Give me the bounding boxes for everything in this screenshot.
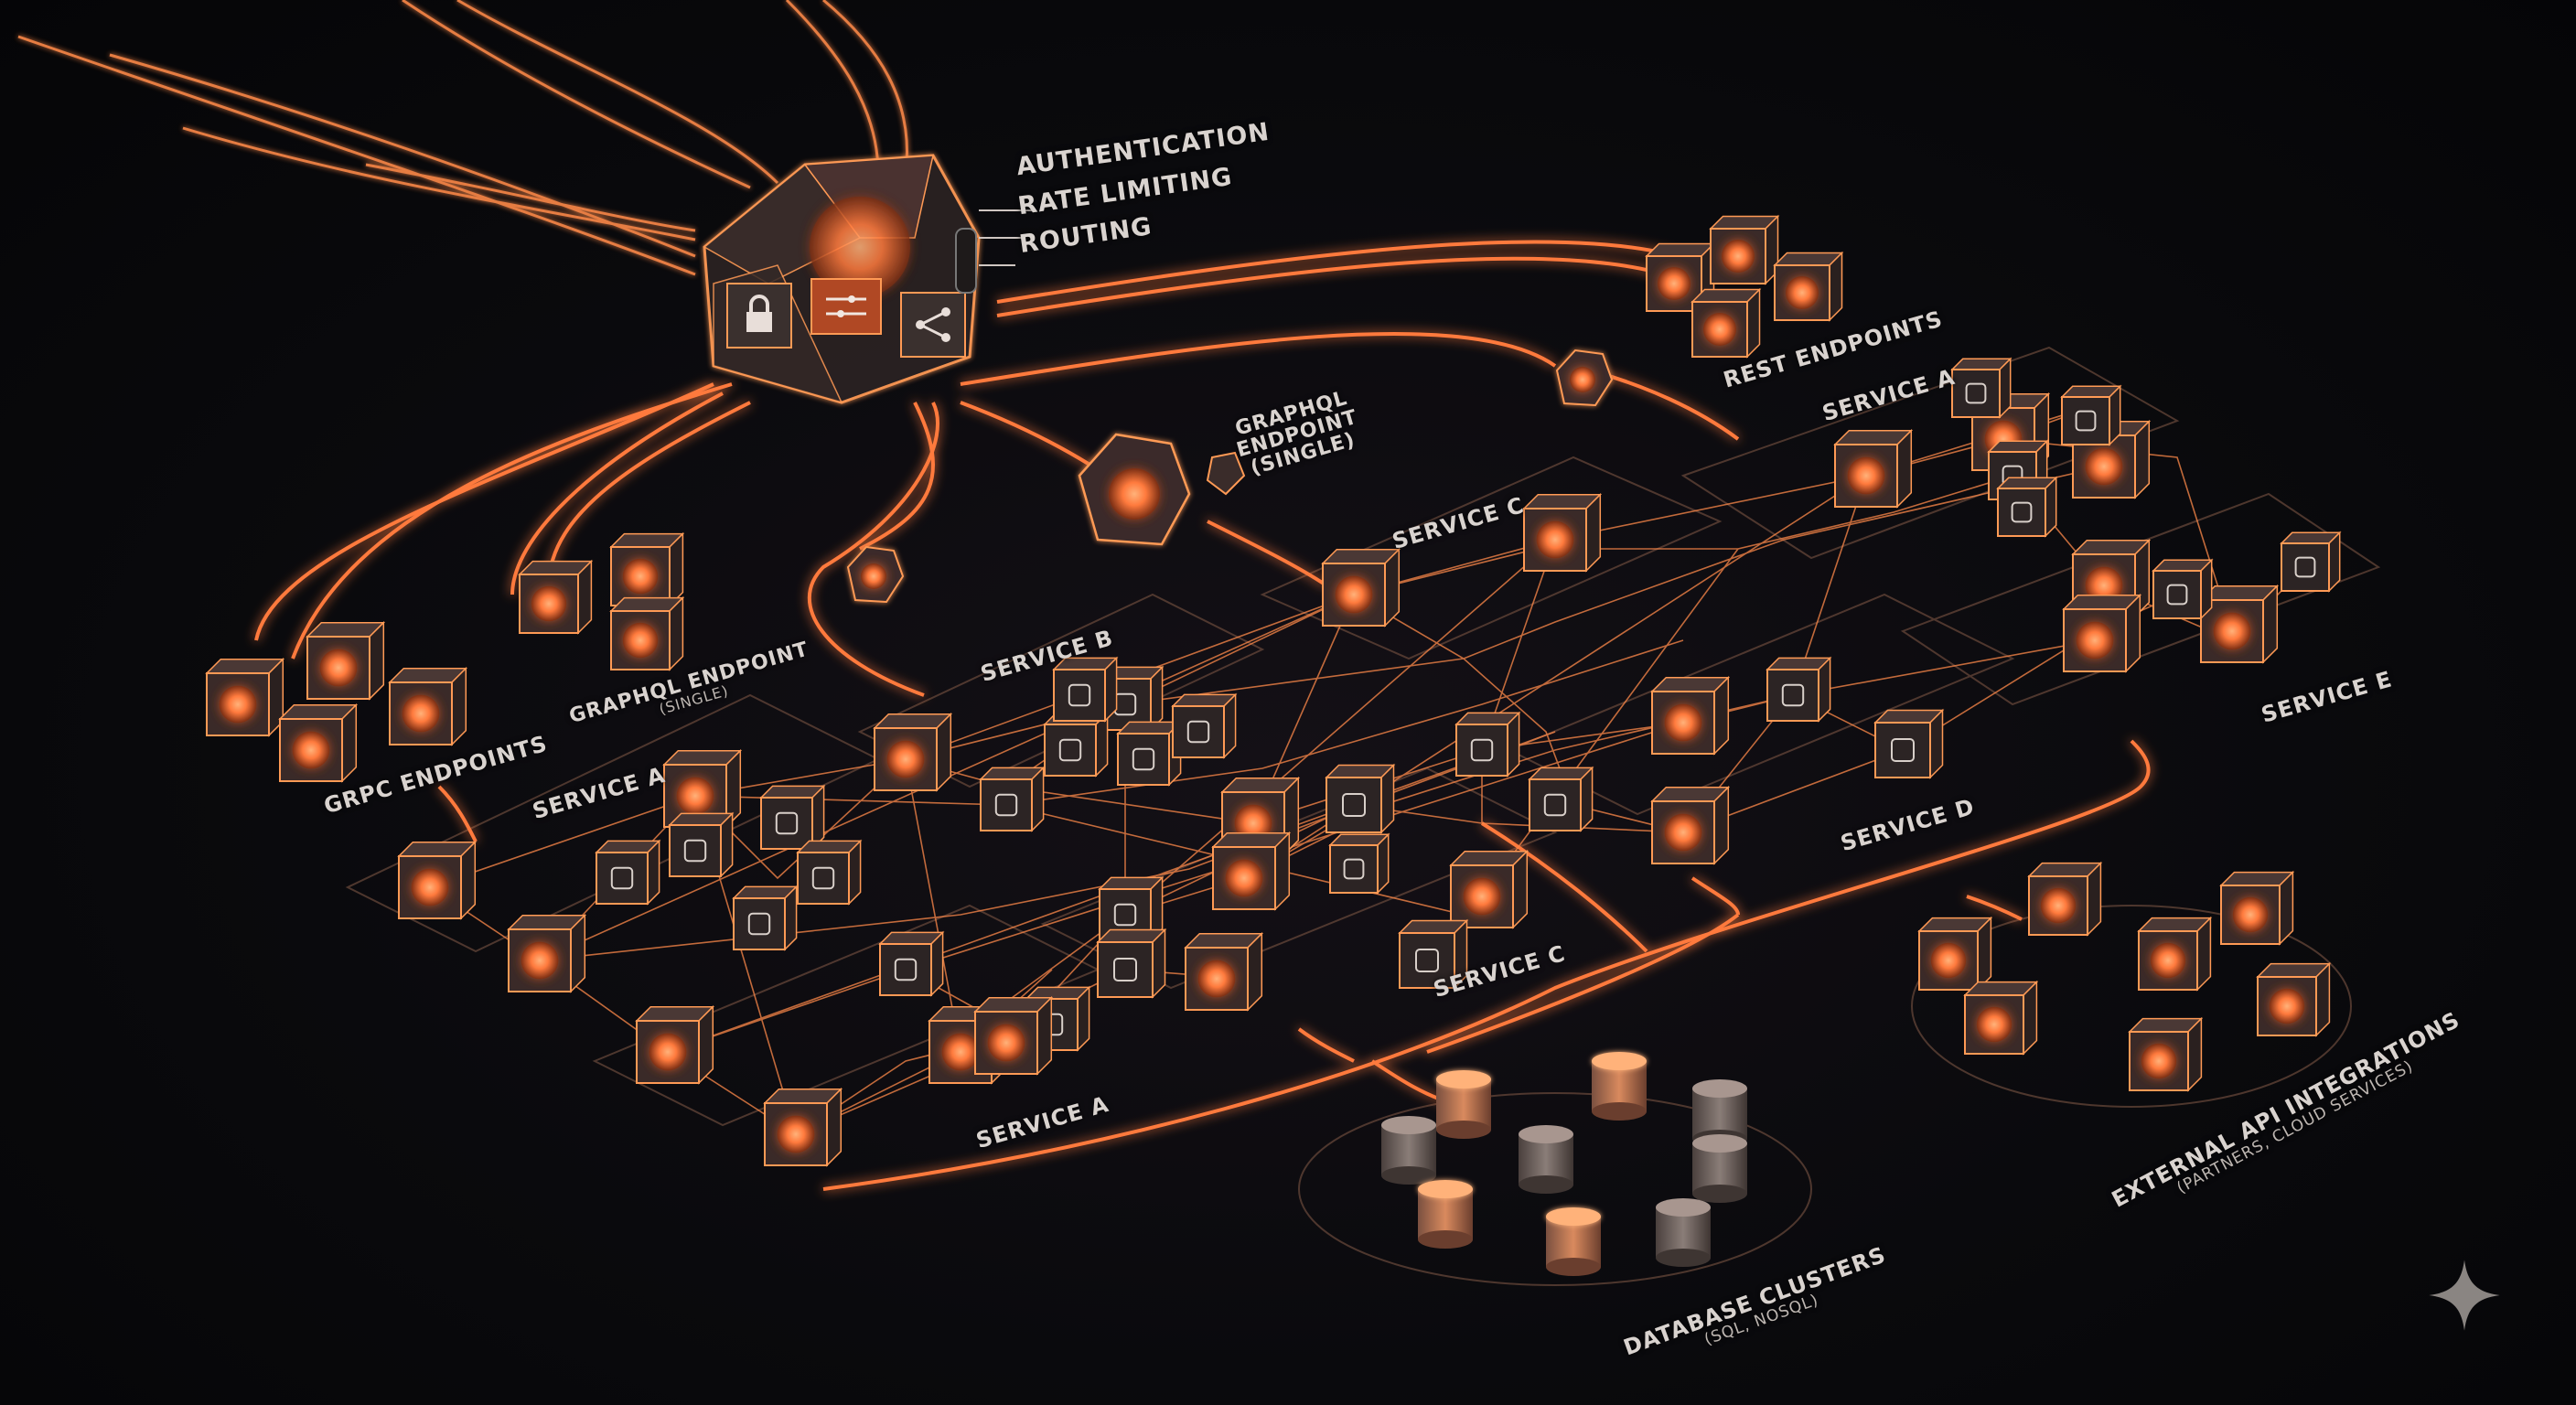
cube-node — [1766, 656, 1832, 723]
sliders-icon — [810, 278, 882, 335]
cube-node — [2137, 916, 2213, 992]
sparkle-icon — [2429, 1260, 2500, 1331]
cube-node — [732, 885, 799, 951]
cube-node — [1650, 675, 1731, 756]
cube-node — [1645, 241, 1716, 313]
cube-node — [2256, 961, 2332, 1037]
share-nodes-icon — [900, 292, 966, 358]
api-gateway — [703, 154, 1034, 404]
cube-node — [278, 702, 359, 783]
cube-node — [1116, 720, 1183, 787]
cube-node — [397, 840, 478, 920]
cube-node — [2199, 584, 2280, 664]
db-cylinder — [1592, 1052, 1647, 1121]
platform-database — [1298, 1092, 1812, 1286]
cube-node — [878, 930, 945, 997]
cube-node — [2062, 593, 2142, 673]
cube-node — [1321, 547, 1401, 627]
incoming-traffic-lines — [17, 0, 908, 276]
cube-node — [759, 784, 826, 851]
cube-node — [388, 666, 468, 746]
gateway-side-port — [955, 228, 977, 294]
cube-node — [1052, 656, 1119, 723]
cube-node — [1184, 931, 1264, 1012]
cube-node — [507, 913, 587, 993]
cube-node — [1211, 831, 1292, 911]
cube-node — [609, 595, 685, 671]
cube-node — [2128, 1016, 2204, 1092]
db-cylinder — [1381, 1116, 1436, 1185]
db-cylinder — [1436, 1070, 1491, 1139]
cube-nodes — [205, 214, 2342, 1167]
cube-node — [1873, 708, 1945, 779]
cube-node — [668, 811, 735, 878]
cube-node — [1963, 980, 2039, 1056]
db-cylinder — [1692, 1134, 1747, 1203]
cube-node — [2060, 384, 2122, 446]
cube-node — [796, 839, 863, 906]
small-octa-node — [846, 545, 905, 604]
platform-service-d — [1507, 593, 2015, 816]
lock-icon — [726, 283, 792, 349]
cube-node — [1996, 476, 2058, 538]
cube-node — [1325, 763, 1396, 834]
cube-node — [1709, 214, 1780, 285]
cube-node — [2219, 870, 2295, 946]
cube-node — [635, 1004, 715, 1085]
cube-node — [1917, 916, 1993, 992]
cube-node — [609, 531, 685, 607]
cube-node — [873, 712, 953, 792]
cube-node — [2152, 558, 2214, 620]
cube-node — [1398, 918, 1469, 990]
cube-node — [1650, 785, 1731, 865]
cube-node — [306, 620, 386, 701]
platform-service-c-top — [1260, 456, 1723, 660]
cube-node — [518, 559, 594, 635]
small-octa-node — [1555, 349, 1614, 407]
cube-node — [595, 839, 661, 906]
cube-node — [1328, 832, 1390, 895]
platform-external — [1911, 905, 2352, 1108]
cube-node — [973, 995, 1054, 1076]
cube-node — [1773, 251, 1844, 322]
cube-node — [1522, 492, 1603, 573]
platform-service-a-right — [1680, 346, 2180, 560]
cube-node — [1833, 428, 1914, 509]
cube-node — [1690, 287, 1762, 359]
cube-node — [1171, 692, 1238, 759]
graphql-node-top — [1078, 433, 1246, 546]
cube-node — [2027, 861, 2103, 937]
database-cylinders — [1381, 1052, 1747, 1276]
cube-node — [205, 657, 285, 737]
cube-node — [763, 1087, 843, 1167]
cube-node — [979, 766, 1046, 832]
cube-node — [1449, 849, 1530, 929]
db-cylinder — [1546, 1207, 1601, 1276]
db-cylinder — [1519, 1125, 1573, 1194]
db-cylinder — [1656, 1198, 1711, 1267]
cube-node — [1454, 711, 1521, 778]
cube-node — [1528, 766, 1594, 832]
cube-node — [1043, 711, 1110, 778]
db-cylinder — [1418, 1180, 1473, 1249]
cube-node — [1950, 357, 2012, 419]
cube-node — [1096, 928, 1167, 999]
cube-node — [2280, 531, 2342, 593]
